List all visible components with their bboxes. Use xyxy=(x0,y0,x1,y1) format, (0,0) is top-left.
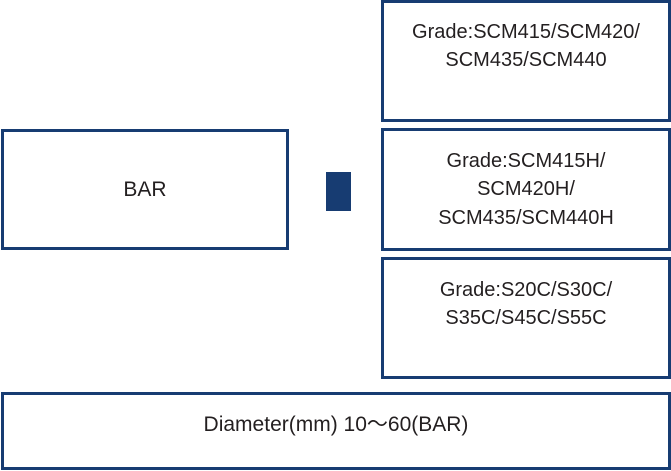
filled-square-connector-icon xyxy=(326,172,351,211)
diameter-footer-block: Diameter(mm) 10～60(BAR) xyxy=(1,392,671,470)
product-block-bar: BAR xyxy=(1,129,289,250)
grade-block-2: Grade:SCM415H/ SCM420H/ SCM435/SCM440H xyxy=(381,128,671,251)
grade-block-1-label: Grade:SCM415/SCM420/ SCM435/SCM440 xyxy=(412,20,640,71)
product-block-label: BAR xyxy=(123,177,167,201)
grade-block-3-label: Grade:S20C/S30C/ S35C/S45C/S55C xyxy=(439,278,613,329)
diameter-footer-label: Diameter(mm) 10～60(BAR) xyxy=(203,413,469,437)
grade-block-1: Grade:SCM415/SCM420/ SCM435/SCM440 xyxy=(381,0,671,122)
grade-block-3: Grade:S20C/S30C/ S35C/S45C/S55C xyxy=(381,257,671,379)
grade-block-2-label: Grade:SCM415H/ SCM420H/ SCM435/SCM440H xyxy=(438,149,614,229)
